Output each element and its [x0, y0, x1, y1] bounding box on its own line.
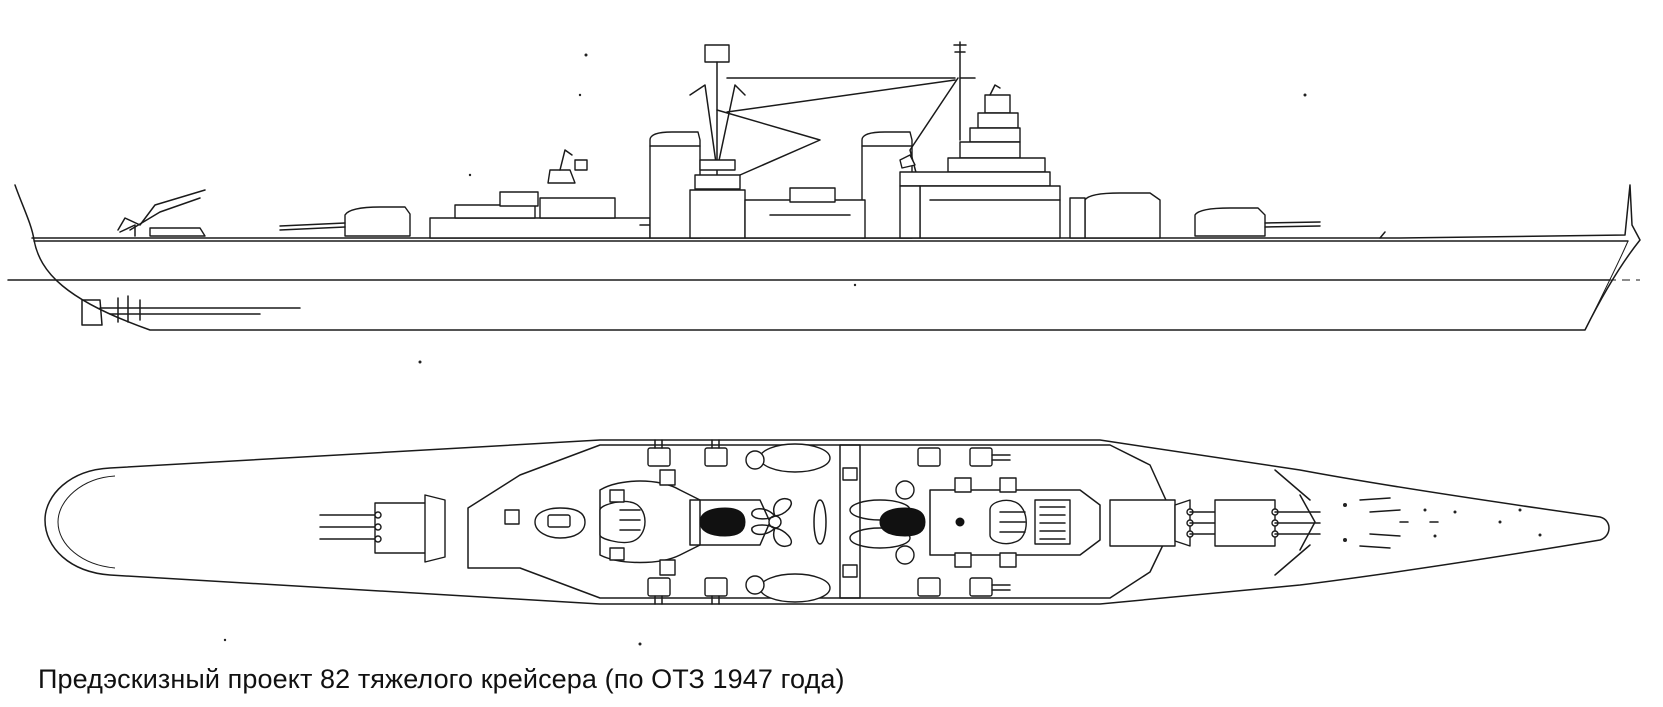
mainmast-plan: [751, 498, 827, 547]
aft-superstructure: [429, 149, 671, 239]
drawing-caption: Предэскизный проект 82 тяжелого крейсера…: [38, 664, 845, 694]
aft-secondary-turret-plan: [534, 507, 586, 539]
aft-main-turret: [279, 206, 411, 237]
bridge-plan: [929, 477, 1101, 568]
aft-crane: [117, 189, 206, 237]
side-profile-view: [7, 41, 1641, 364]
forecastle-fittings: [1274, 469, 1542, 576]
plan-view: [44, 439, 1610, 646]
rudder-propellers: [81, 295, 301, 326]
forward-main-turret-2: [1194, 207, 1321, 237]
aft-turret-plan: [319, 494, 446, 563]
boats-plan: [745, 443, 915, 603]
secondary-mounts-forward: [917, 447, 1011, 597]
mid-superstructure: [744, 187, 866, 239]
bridge-superstructure: [899, 84, 1061, 239]
main-mast: [689, 44, 956, 239]
forward-turret-2-plan: [1214, 494, 1321, 551]
forward-funnel-plan: [879, 507, 965, 537]
fore-mast: [909, 41, 976, 181]
stem-line: [1584, 240, 1629, 331]
jackstaff: [1379, 231, 1386, 239]
deck-inner-edge: [57, 475, 116, 569]
forward-turret-1-plan: [1109, 499, 1216, 547]
deck-outline: [44, 439, 1610, 605]
hull-side: [14, 184, 1641, 331]
forward-main-turret-1: [1069, 192, 1161, 239]
aft-funnel-plan: [689, 499, 771, 546]
center-spine-plan: [839, 444, 861, 599]
secondary-mounts-aft: [504, 439, 728, 605]
